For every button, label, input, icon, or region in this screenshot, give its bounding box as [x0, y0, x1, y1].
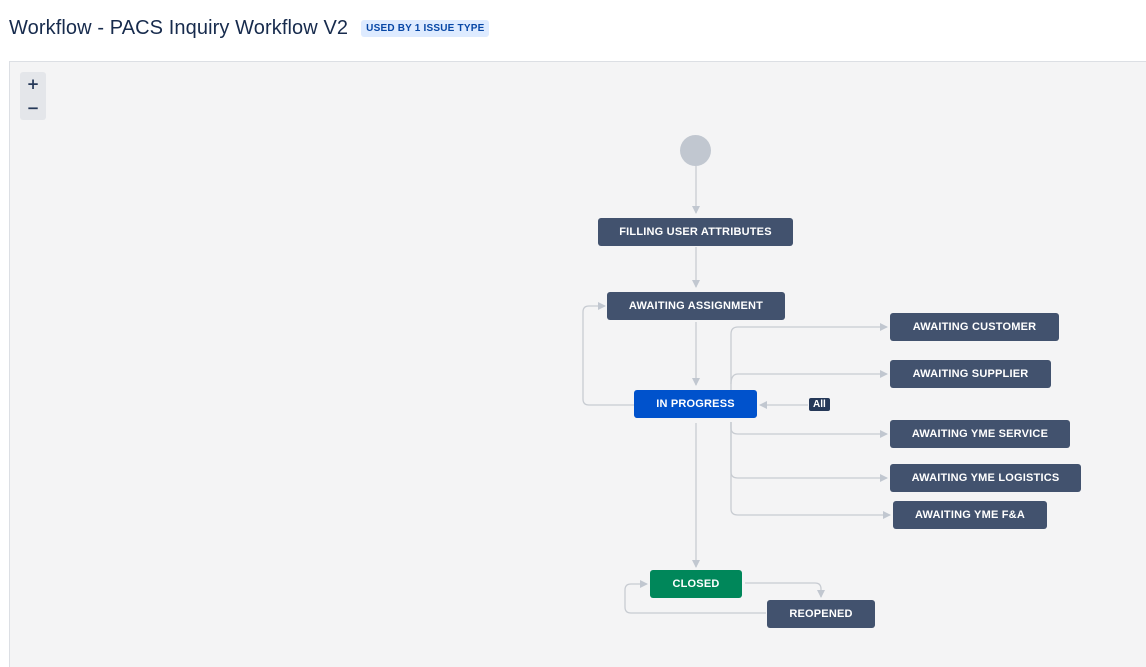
status-awaiting-supplier[interactable]: AWAITING SUPPLIER — [890, 360, 1051, 388]
status-filling-user-attributes[interactable]: FILLING USER ATTRIBUTES — [598, 218, 793, 246]
status-in-progress[interactable]: IN PROGRESS — [634, 390, 757, 418]
status-closed[interactable]: CLOSED — [650, 570, 742, 598]
global-transition-all-label[interactable]: All — [809, 398, 830, 411]
edge-inprogress-to-customer — [730, 323, 888, 390]
status-awaiting-yme-service[interactable]: AWAITING YME SERVICE — [890, 420, 1070, 448]
status-reopened[interactable]: REOPENED — [767, 600, 875, 628]
zoom-out-button[interactable]: − — [20, 96, 46, 120]
status-awaiting-yme-fa[interactable]: AWAITING YME F&A — [893, 501, 1047, 529]
workflow-start-node — [680, 135, 711, 166]
zoom-controls: + − — [20, 72, 46, 120]
edge-inprogress-to-assignment — [582, 302, 634, 406]
status-awaiting-customer[interactable]: AWAITING CUSTOMER — [890, 313, 1059, 341]
edge-reopened-to-closed — [624, 580, 766, 614]
edge-closed-to-reopened — [745, 582, 825, 598]
page-title: Workflow - PACS Inquiry Workflow V2 — [9, 16, 349, 39]
page-header: Workflow - PACS Inquiry Workflow V2 USED… — [9, 14, 490, 42]
transition-edges — [582, 166, 891, 614]
usage-badge[interactable]: USED BY 1 ISSUE TYPE — [361, 19, 490, 37]
zoom-in-button[interactable]: + — [20, 72, 46, 96]
status-awaiting-yme-logistics[interactable]: AWAITING YME LOGISTICS — [890, 464, 1081, 492]
workflow-canvas[interactable]: + − FILLING USER ATTRIBUTES AWAITING ASS… — [9, 61, 1146, 667]
edge-inprogress-to-yme-fa — [730, 422, 891, 519]
edge-inprogress-to-supplier — [730, 370, 888, 385]
edge-inprogress-to-yme-logistics — [730, 422, 888, 482]
edge-inprogress-to-yme-service — [730, 422, 888, 438]
status-awaiting-assignment[interactable]: AWAITING ASSIGNMENT — [607, 292, 785, 320]
